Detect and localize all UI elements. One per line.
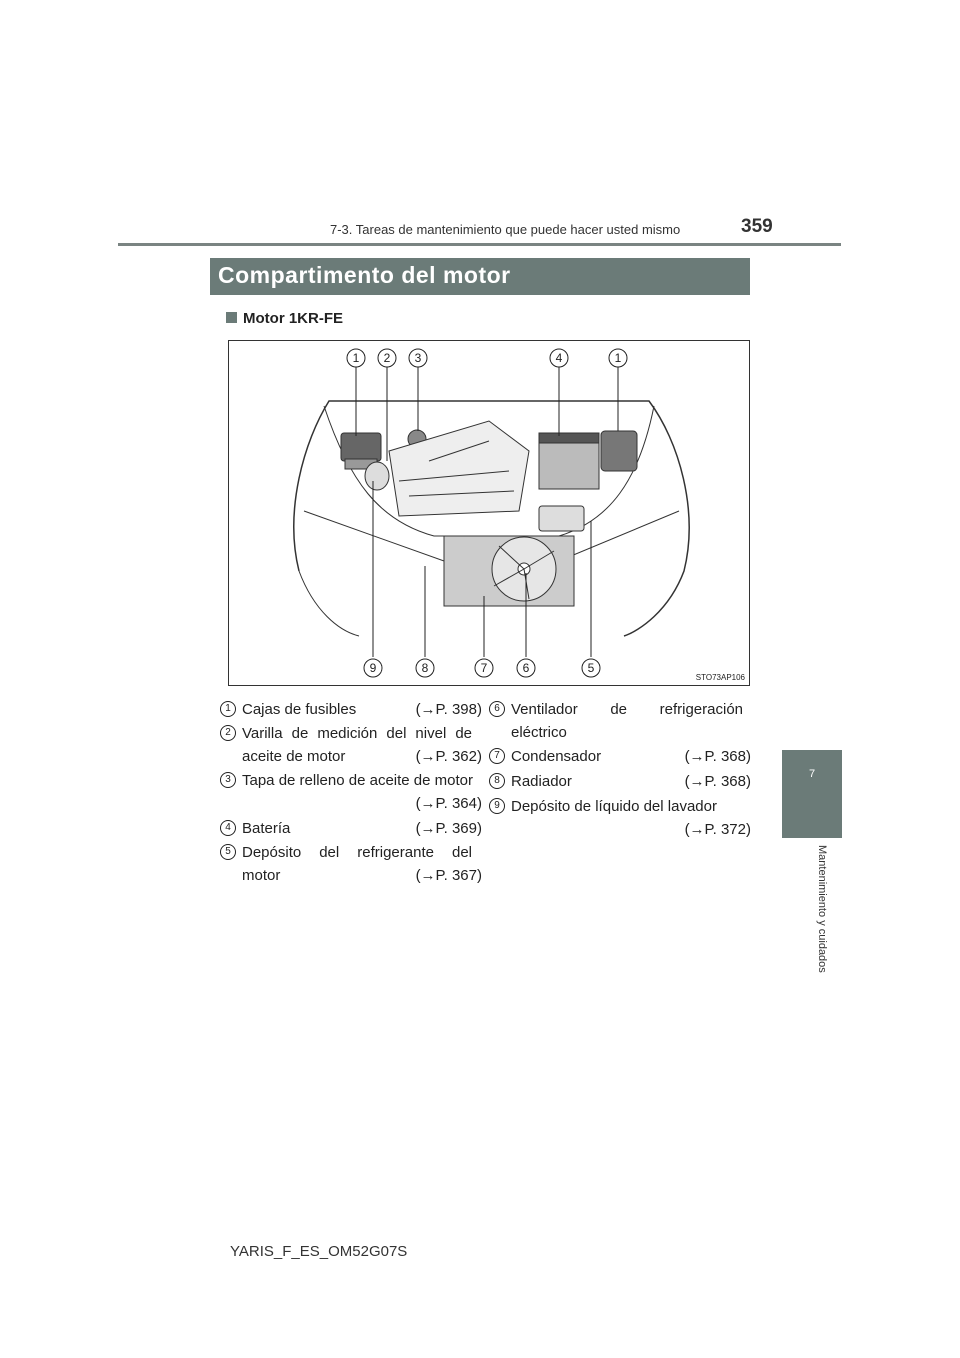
list-item: 3 Tapa de relleno de aceite de motor (→P. …	[220, 769, 492, 812]
item-number: 8	[489, 773, 505, 789]
item-number: 6	[489, 701, 505, 717]
subheading-text: Motor 1KR-FE	[243, 310, 343, 327]
callout-bottom: 8	[422, 661, 429, 675]
list-item: 1 Cajas de fusibles (→P. 398)	[220, 698, 492, 721]
page-number: 359	[741, 216, 773, 237]
item-text: Ventilador de refrigeración eléctrico	[511, 701, 743, 741]
callout-top: 1	[615, 351, 622, 365]
item-text: Radiador	[511, 773, 572, 790]
list-item: 2 Varilla de medición del nivel de aceite…	[220, 722, 492, 768]
list-item: 4 Batería (→P. 369)	[220, 817, 492, 840]
item-ref: (→P. 372)	[684, 821, 751, 838]
item-ref: (→P. 369)	[415, 820, 482, 837]
list-item: 7 Condensador (→P. 368)	[489, 745, 761, 768]
item-number: 5	[220, 844, 236, 860]
callout-top: 2	[384, 351, 391, 365]
item-ref: (→P. 368)	[684, 773, 751, 790]
item-number: 4	[220, 820, 236, 836]
chapter-number: 7	[808, 768, 816, 780]
callout-top: 1	[353, 351, 360, 365]
callout-bottom: 6	[523, 661, 530, 675]
item-ref: (→P. 398)	[415, 701, 482, 718]
list-item: 6 Ventilador de refrigeración eléctrico	[489, 698, 743, 744]
item-number: 3	[220, 772, 236, 788]
callout-bottom: 9	[370, 661, 377, 675]
section-header: 7-3. Tareas de mantenimiento que puede h…	[330, 222, 681, 237]
footer-code: YARIS_F_ES_OM52G07S	[230, 1243, 408, 1260]
item-text: Varilla de medición del nivel de aceite …	[242, 725, 472, 765]
callout-bottom: 7	[481, 661, 488, 675]
list-item: 9 Depósito de líquido del lavador (→P. 372…	[489, 795, 761, 838]
chapter-label: Mantenimiento y cuidados	[800, 845, 828, 975]
figure-code: STO73AP106	[695, 673, 745, 682]
callout-top: 4	[556, 351, 563, 365]
subheading: Motor 1KR-FE	[226, 310, 343, 327]
list-item: 5 Depósito del refrigerante del motor(→P.…	[220, 841, 492, 887]
item-ref: (→P. 364)	[415, 795, 482, 812]
engine-diagram: 1 2 3 4 1 9 8 7 6 5 STO73AP106	[228, 340, 750, 686]
square-bullet-icon	[226, 312, 237, 323]
item-number: 9	[489, 798, 505, 814]
item-text: Condensador	[511, 748, 602, 765]
callout-top: 3	[415, 351, 422, 365]
chapter-tab[interactable]: 7	[782, 750, 842, 838]
header-divider	[118, 243, 841, 246]
chapter-label-text: Mantenimiento y cuidados	[816, 845, 828, 973]
item-text: Batería	[242, 820, 291, 837]
item-ref: (→P. 367)	[415, 867, 482, 884]
item-number: 7	[489, 748, 505, 764]
item-text: Depósito del refrigerante del motor	[242, 844, 472, 884]
item-ref: (→P. 368)	[684, 748, 751, 765]
page-title: Compartimento del motor	[218, 262, 511, 288]
item-number: 1	[220, 701, 236, 717]
item-text: Depósito de líquido del lavador	[511, 798, 717, 815]
engine-illustration: 1 2 3 4 1 9 8 7 6 5	[293, 348, 690, 678]
item-text: Tapa de relleno de aceite de motor	[242, 772, 473, 789]
callout-bottom: 5	[588, 661, 595, 675]
item-ref: (→P. 362)	[415, 748, 482, 765]
item-number: 2	[220, 725, 236, 741]
title-bar: Compartimento del motor	[210, 258, 750, 295]
list-item: 8 Radiador (→P. 368)	[489, 770, 761, 793]
item-text: Cajas de fusibles	[242, 701, 357, 718]
